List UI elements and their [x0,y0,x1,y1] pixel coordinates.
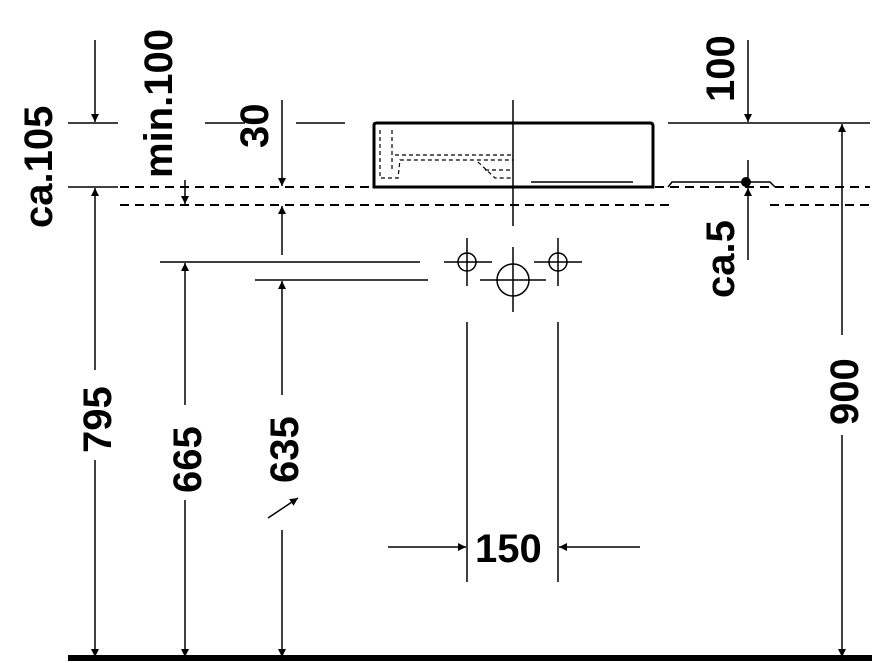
basin-outline [372,100,776,226]
dim-ca5-label: ca.5 [699,220,743,298]
dim-100-label: 100 [699,35,743,102]
dim-795-label: 795 [76,386,120,453]
dim-ca105-label: ca.105 [17,106,61,228]
dim-min100-label: min.100 [137,29,181,178]
dim-635-label: 635 [263,416,307,483]
dim-665-label: 665 [166,426,210,493]
fitting-connections [444,238,582,312]
dim-30-label: 30 [233,104,277,149]
dim-150-label: 150 [475,527,542,571]
dim-900-label: 900 [823,358,867,425]
dimension-lines [91,40,846,657]
reference-lines [68,122,870,582]
waste-point-icon [741,177,751,187]
